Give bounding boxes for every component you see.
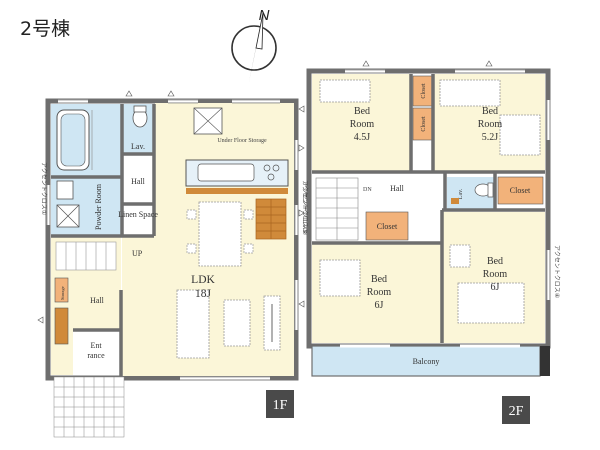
desk-furniture-2 (499, 114, 541, 156)
bedroom-5-2-size: 5.2J (482, 132, 499, 143)
building-title: 2号棟 (20, 18, 71, 40)
floor-badge-1f: 1F (266, 390, 294, 418)
ldk-size-label: 18J (195, 288, 212, 300)
compass-north-label: N (259, 7, 270, 24)
stairs-1f-left (55, 241, 117, 271)
balcony-storage (540, 346, 550, 376)
coffee-table (223, 299, 251, 347)
sofa (176, 289, 210, 359)
desk-furniture-4 (449, 244, 471, 268)
accent-cross-3-label: アクセントクロス③ (301, 180, 308, 233)
hall-small-area (122, 154, 154, 204)
compass-rose: N (231, 7, 277, 82)
bedroom-6a-size: 6J (375, 300, 384, 311)
bed-furniture-2 (439, 79, 501, 107)
second-floor-plan: DN Hall Lav. (298, 60, 560, 377)
bedroom-6b-size: 6J (491, 282, 500, 293)
closet-d-label: Closet (510, 186, 531, 195)
storage-label: Storage (60, 286, 65, 300)
balcony-area (311, 345, 541, 377)
lav-1f-label: Lav. (131, 142, 145, 151)
kitchen-back-shelf (186, 188, 288, 194)
dn-label: DN (363, 187, 372, 193)
up-label: UP (132, 249, 143, 258)
bedroom-6b-label-2: Room (483, 269, 508, 280)
floor-badge-1f-text: 1F (273, 398, 288, 413)
lav-2f-label: Lav. (458, 188, 464, 199)
shoe-bench (54, 307, 69, 345)
bed-furniture-1 (319, 79, 371, 103)
bedroom-4-5-label-1: Bed (354, 106, 370, 117)
accent-cross-1-label: アクセントクロス① (40, 162, 47, 215)
bedroom-5-2-label-2: Room (478, 119, 503, 130)
accent-cross-2-label: アクセントクロス② (301, 182, 308, 236)
balcony-label: Balcony (413, 357, 440, 366)
bed-furniture-4 (457, 282, 525, 324)
stairs-2f (315, 177, 359, 241)
bedroom-6a-label-1: Bed (371, 274, 387, 285)
bedroom-6b-label-1: Bed (487, 256, 503, 267)
storage-1f (54, 277, 69, 303)
hall-1f-label: Hall (90, 296, 105, 305)
entrance-area (73, 330, 121, 375)
hall-2f-label: Hall (390, 184, 405, 193)
bed-furniture-3 (319, 259, 361, 297)
floor-badge-2f: 2F (502, 396, 530, 424)
washbasin (56, 180, 74, 200)
ldk-label: LDK (191, 274, 215, 286)
accent-cross-4-label: アクセントクロス④ (553, 245, 560, 298)
dining-table (198, 201, 242, 267)
closet-c-label: Closet (377, 222, 398, 231)
bedroom-4-5-size: 4.5J (354, 132, 371, 143)
closet-c (365, 211, 409, 241)
bedroom-5-2-label-1: Bed (482, 106, 498, 117)
entrance-label-2: rance (87, 351, 105, 360)
closet-a-label: Closet (421, 83, 427, 99)
kitchen-sink (197, 163, 255, 182)
linen-space-label-1: Linen Space (118, 210, 158, 219)
entrance-label-1: Ent (90, 341, 102, 350)
bedroom-4-5-label-2: Room (350, 119, 375, 130)
closet-b-label: Closet (421, 116, 427, 132)
hall-small-label: Hall (131, 177, 146, 186)
powder-room-label: Powder Room (94, 183, 103, 230)
first-floor-plan: Under Floor Storage (37, 90, 308, 438)
floor-badge-2f-text: 2F (509, 404, 524, 419)
linen-space-area (122, 204, 154, 236)
closet-d (497, 176, 544, 205)
bedroom-6a-label-2: Room (367, 287, 392, 298)
stairs-1f (255, 198, 287, 240)
under-floor-storage-label: Under Floor Storage (217, 138, 267, 144)
entrance-porch (53, 376, 125, 438)
